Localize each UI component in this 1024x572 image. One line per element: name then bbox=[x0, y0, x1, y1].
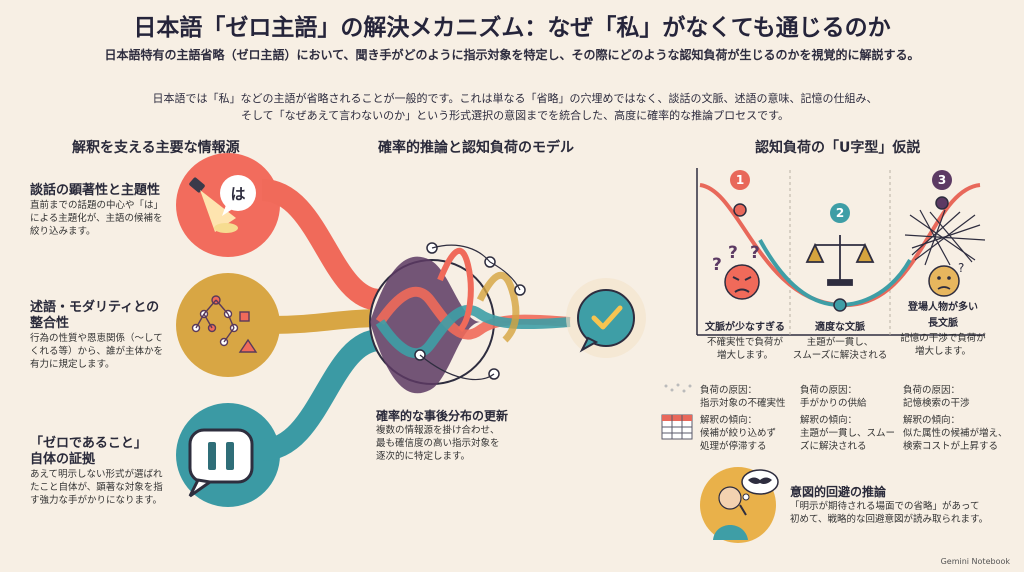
u-label-moderate-context: 適度な文脈 主題が一貫し、 スムーズに解決される bbox=[790, 320, 890, 362]
worried-face-icon: ? bbox=[928, 261, 964, 297]
tendency-2-line-2: ズに解決される bbox=[800, 441, 867, 452]
intro-line-1: 日本語では「私」などの主語が省略されることが一般的です。これは単なる「省略」の穴… bbox=[152, 92, 878, 105]
topic-marker-wa: は bbox=[230, 185, 246, 203]
tendency-1-line-2: 処理が停滞する bbox=[700, 441, 767, 452]
middle-section-title: 確率的推論と認知負荷のモデル bbox=[378, 140, 574, 156]
source-zero-body-2: たこと自体が、顕著な対象を指 bbox=[30, 482, 163, 493]
svg-text:?: ? bbox=[958, 261, 964, 275]
cause-2-label: 負荷の原因： bbox=[800, 385, 858, 396]
stream-coral bbox=[260, 179, 382, 311]
source-circle-gold bbox=[176, 273, 280, 377]
tendency-2: 解釈の傾向： 主題が一貫し、スムー ズに解決される bbox=[800, 414, 895, 453]
u-label-3-title-1: 登場人物が多い bbox=[908, 302, 978, 313]
intentional-avoidance: 意図的回避の推論 「明示が期待される場面での省略」があって 初めて、戦略的な回避… bbox=[790, 484, 1010, 526]
tendency-2-label: 解釈の傾向： bbox=[800, 415, 858, 426]
brand-label: Gemini Notebook bbox=[940, 557, 1010, 566]
u-label-low-context: 文脈が少なすぎる 不確実性で負荷が 増大します。 bbox=[700, 320, 790, 362]
posterior-update-line-2: 最も確信度の高い指示対象を bbox=[376, 438, 500, 449]
marker-2: 2 bbox=[835, 206, 845, 220]
u-label-1-title: 文脈が少なすぎる bbox=[705, 322, 785, 333]
right-section-title: 認知負荷の「U字型」仮説 bbox=[755, 140, 921, 156]
u-label-3-body-2: 増大します。 bbox=[914, 346, 972, 357]
tendency-3-label: 解釈の傾向： bbox=[903, 415, 961, 426]
posterior-update-line-3: 逐次的に特定します。 bbox=[376, 451, 471, 462]
frustrated-face-icon: ? ? ? bbox=[712, 243, 760, 300]
cause-3-value: 記憶検索の干渉 bbox=[903, 398, 970, 409]
intro-line-2: そして「なぜあえて言わないのか」という形式選択の意図までを統合した、高度に確率的… bbox=[240, 109, 790, 122]
source-predicate-body-2: くれる等）から、誰が主体かを bbox=[30, 346, 164, 357]
svg-text:?: ? bbox=[750, 243, 760, 263]
avoidance-title: 意図的回避の推論 bbox=[790, 485, 887, 499]
mask-thought-bubble-icon bbox=[741, 469, 779, 501]
page-subtitle: 日本語特有の主語省略（ゼロ主語）において、聞き手がどのように指示対象を特定し、そ… bbox=[104, 48, 920, 62]
speech-bubble-icon bbox=[220, 175, 256, 216]
probability-distribution-graphic bbox=[369, 242, 571, 394]
marker-1: 1 bbox=[735, 173, 745, 187]
source-predicate-body-3: 有力に規定します。 bbox=[30, 359, 115, 370]
tendency-1-label: 解釈の傾向： bbox=[700, 415, 758, 426]
marker-3: 3 bbox=[937, 173, 947, 187]
source-predicate: 述語・モダリティとの 整合性 行為の性質や恩恵関係（〜して くれる等）から、誰が… bbox=[30, 300, 190, 371]
u-label-1-body-2: 増大します。 bbox=[716, 350, 774, 361]
balance-scale-icon bbox=[805, 235, 875, 286]
source-zero-body-1: あえて明示しない形式が選ばれ bbox=[30, 469, 163, 480]
left-section-title: 解釈を支える主要な情報源 bbox=[72, 140, 240, 156]
cause-2-value: 手がかりの供給 bbox=[800, 398, 867, 409]
cause-2: 負荷の原因： 手がかりの供給 bbox=[800, 384, 867, 410]
u-label-3-title-2: 長文脈 bbox=[928, 318, 958, 329]
source-discourse-body-1: 直前までの話題の中心や「は」 bbox=[30, 200, 164, 211]
intro-text: 日本語では「私」などの主語が省略されることが一般的です。これは単なる「省略」の穴… bbox=[120, 90, 910, 124]
posterior-update-line-1: 複数の情報源を掛け合わせ、 bbox=[376, 425, 500, 436]
tree-diagram-icon bbox=[191, 295, 258, 353]
avoidance-line-1: 「明示が期待される場面での省略」があって bbox=[790, 501, 980, 512]
tangled-lines-icon bbox=[904, 209, 986, 266]
pause-bubble-icon bbox=[188, 428, 254, 498]
cause-1-value: 指示対象の不確実性 bbox=[700, 398, 786, 409]
source-discourse: 談話の顕著性と主題性 直前までの話題の中心や「は」 による主題化が、主語の候補を… bbox=[30, 183, 180, 238]
tendency-1-line-1: 候補が絞り込めず bbox=[700, 428, 777, 439]
stream-teal bbox=[260, 329, 382, 461]
cause-3-label: 負荷の原因： bbox=[903, 385, 961, 396]
source-predicate-body-1: 行為の性質や恩恵関係（〜して bbox=[30, 333, 163, 344]
u-label-2-body-1: 主題が一貫し、 bbox=[806, 337, 874, 348]
source-predicate-title-2: 整合性 bbox=[30, 316, 70, 331]
source-predicate-title-1: 述語・モダリティとの bbox=[30, 300, 160, 315]
tendency-3: 解釈の傾向： 似た属性の候補が増え、 検索コストが上昇する bbox=[903, 414, 1008, 453]
cause-1-label: 負荷の原因： bbox=[700, 385, 758, 396]
u-label-long-context: 登場人物が多い 長文脈 記憶の干渉で負荷が 増大します。 bbox=[893, 300, 993, 358]
tendency-1: 解釈の傾向： 候補が絞り込めず 処理が停滞する bbox=[700, 414, 776, 453]
u-curve-chart bbox=[696, 168, 985, 336]
posterior-update-caption: 確率的な事後分布の更新 複数の情報源を掛け合わせ、 最も確信度の高い指示対象を … bbox=[376, 408, 576, 463]
svg-text:?: ? bbox=[728, 243, 738, 263]
tendency-3-line-1: 似た属性の候補が増え、 bbox=[903, 428, 1008, 439]
spotlight-icon bbox=[189, 177, 238, 233]
stream-gold bbox=[269, 309, 381, 334]
table-grid-icon bbox=[661, 414, 693, 440]
tendency-3-line-2: 検索コストが上昇する bbox=[903, 441, 999, 452]
page-title: 日本語「ゼロ主語」の解決メカニズム：なぜ「私」がなくても通じるのか bbox=[133, 15, 891, 41]
source-zero-body-3: す強力な手がかりになります。 bbox=[30, 495, 163, 506]
scatter-dots-icon bbox=[664, 383, 692, 393]
check-badge-icon bbox=[566, 278, 646, 358]
source-zero-title-1: 「ゼロであること」 bbox=[30, 436, 147, 451]
cause-3: 負荷の原因： 記憶検索の干渉 bbox=[903, 384, 970, 410]
source-zero-evidence: 「ゼロであること」 自体の証拠 あえて明示しない形式が選ばれ たこと自体が、顕著… bbox=[30, 436, 190, 507]
source-discourse-title: 談話の顕著性と主題性 bbox=[30, 183, 161, 198]
u-label-2-body-2: スムーズに解決される bbox=[792, 350, 888, 361]
u-label-3-body-1: 記憶の干渉で負荷が bbox=[900, 333, 986, 344]
source-zero-title-2: 自体の証拠 bbox=[30, 452, 96, 467]
tendency-2-line-1: 主題が一貫し、スムー bbox=[800, 428, 896, 439]
source-discourse-body-3: 絞り込みます。 bbox=[30, 226, 96, 237]
source-discourse-body-2: による主題化が、主語の候補を bbox=[30, 213, 163, 224]
avoidance-line-2: 初めて、戦略的な回避意図が読み取られます。 bbox=[790, 514, 989, 525]
u-label-2-title: 適度な文脈 bbox=[815, 322, 865, 333]
cause-1: 負荷の原因： 指示対象の不確実性 bbox=[700, 384, 786, 410]
u-label-1-body-1: 不確実性で負荷が bbox=[706, 337, 783, 348]
posterior-update-title: 確率的な事後分布の更新 bbox=[376, 409, 509, 423]
svg-text:?: ? bbox=[712, 255, 722, 275]
